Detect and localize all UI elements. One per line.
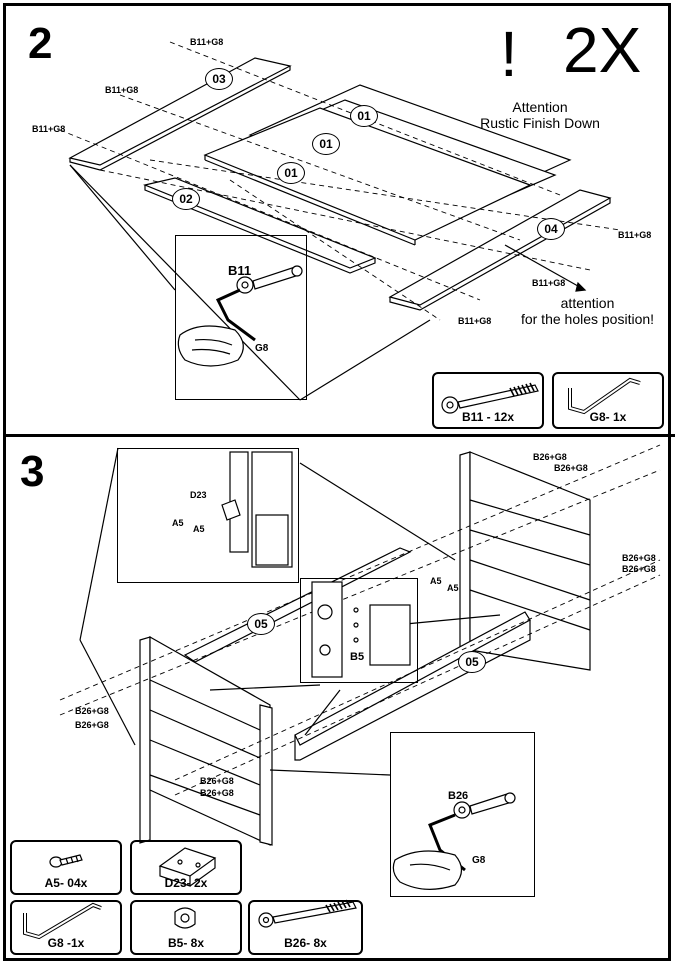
rail-02 — [143, 177, 377, 274]
fastener-label: B26+G8 — [622, 564, 656, 574]
hardware-box-b5: B5- 8x — [130, 900, 242, 955]
hardware-label: B11 - 12x — [461, 410, 515, 424]
attention-line2: Rustic Finish Down — [480, 115, 600, 131]
hardware-label: B26- 8x — [284, 936, 327, 950]
callout-rail-05-front: 05 — [458, 651, 486, 673]
fastener-label: B26+G8 — [554, 463, 588, 473]
inset-bed-leg — [221, 451, 293, 568]
fastener-label: B11+G8 — [190, 37, 224, 47]
holes-line2: for the holes position! — [520, 311, 655, 327]
bolt-icon-step3 — [258, 899, 357, 928]
bolt-icon — [441, 382, 539, 414]
hardware-box-b11: B11 - 12x — [432, 372, 544, 429]
hardware-label: D23- 2x — [164, 876, 208, 890]
fastener-label: B26+G8 — [200, 788, 234, 798]
fastener-label: B11+G8 — [618, 230, 652, 240]
step-number: 3 — [20, 447, 45, 496]
callout-rail-03: 03 — [205, 68, 233, 90]
fastener-label: B26+G8 — [75, 706, 109, 716]
headboard-front — [139, 635, 273, 846]
attention-note: Attention Rustic Finish Down — [440, 99, 640, 131]
inset-bolt-label: B11 — [228, 263, 252, 278]
detail-inset-step2 — [175, 235, 307, 400]
hardware-box-b26: B26- 8x — [248, 900, 363, 955]
cam-detail-inset — [300, 578, 418, 683]
bracket-label-d23: D23 — [190, 490, 207, 500]
callout-slat-01-top: 01 — [350, 105, 378, 127]
fastener-label: B26+G8 — [75, 720, 109, 730]
quantity-multiplier: 2X — [563, 14, 642, 86]
bracket-detail-inset — [117, 448, 299, 583]
callout-rail-02: 02 — [172, 188, 200, 210]
bracket-label-a5: A5 — [172, 518, 184, 528]
inset-bolt-b11 — [236, 265, 303, 294]
hardware-box-g8: G8 -1x — [10, 900, 122, 955]
allen-key-icon-step3 — [23, 902, 102, 940]
holes-line1: attention — [560, 295, 615, 311]
detail-inset-step3 — [390, 732, 535, 897]
screw-icon — [49, 854, 83, 868]
bracket-label-a5: A5 — [193, 524, 205, 534]
slat-01-bottom — [203, 107, 532, 246]
inset-cam-detail — [311, 581, 411, 678]
holes-position-note: attention for the holes position! — [500, 295, 675, 327]
fastener-label: B26+G8 — [200, 776, 234, 786]
fastener-label: B11+G8 — [458, 316, 492, 326]
callout-rail-04: 04 — [537, 218, 565, 240]
hardware-label: G8 -1x — [47, 936, 85, 950]
callout-rail-05-back: 05 — [247, 613, 275, 635]
cam-label-b5: B5 — [350, 651, 365, 663]
inset-key-label: G8 — [255, 343, 269, 354]
bracket-icon — [158, 847, 217, 887]
fastener-label: B26+G8 — [622, 553, 656, 563]
fastener-label: B26+G8 — [533, 452, 567, 462]
step-number: 2 — [28, 19, 53, 68]
page-frame — [3, 3, 671, 961]
allen-key-icon — [568, 377, 641, 415]
callout-slat-01-bottom: 01 — [277, 162, 305, 184]
attention-line1: Attention — [512, 99, 568, 115]
step-divider — [3, 434, 675, 437]
hardware-label: B5- 8x — [167, 936, 205, 950]
inset-key-label: G8 — [472, 855, 486, 866]
inset-bolt-label: B26 — [448, 790, 469, 802]
inset-key-g8 — [215, 288, 256, 342]
fastener-label: B11+G8 — [105, 85, 139, 95]
inset-hand-step3 — [392, 850, 463, 890]
fastener-label: B11+G8 — [32, 124, 66, 134]
attention-exclamation: ! — [500, 18, 518, 90]
hardware-label: G8- 1x — [589, 410, 627, 424]
bracket-label-a5: A5 — [430, 576, 442, 586]
hardware-box-a5: A5- 04x — [10, 840, 122, 895]
bracket-label-a5: A5 — [447, 583, 459, 593]
hardware-label: A5- 04x — [44, 876, 88, 890]
cam-nut-icon — [174, 907, 196, 929]
callout-slat-01-middle: 01 — [312, 133, 340, 155]
hardware-box-g8: G8- 1x — [552, 372, 664, 429]
inset-hand — [177, 325, 244, 367]
hardware-box-d23: D23- 2x — [130, 840, 242, 895]
inset-bolt-b26 — [453, 792, 516, 819]
fastener-label: B11+G8 — [532, 278, 566, 288]
